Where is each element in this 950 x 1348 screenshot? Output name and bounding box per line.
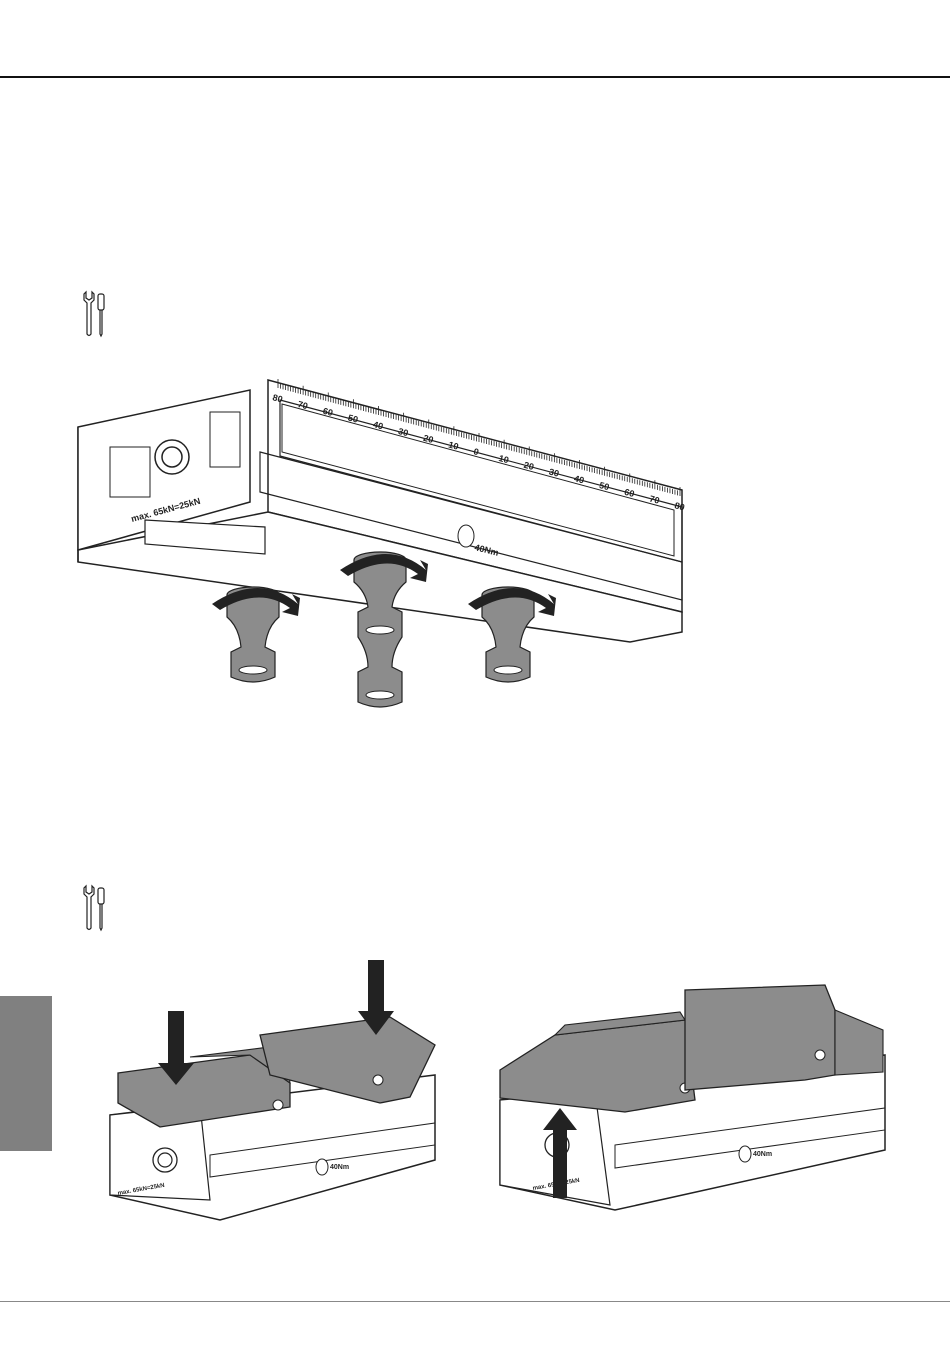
footer-rule [0, 1301, 950, 1302]
torque-label: 40Nm [753, 1151, 772, 1158]
torque-label: 40Nm [330, 1164, 349, 1171]
screw-middle [354, 552, 406, 707]
figure-jaws-assembled: max. 65kN=25kN 40Nm [495, 980, 890, 1220]
figure-jaw-insertion: max. 65kN=25kN 40Nm [100, 955, 450, 1225]
wrench-screwdriver-icon [80, 884, 112, 932]
chapter-tab [0, 996, 52, 1151]
header-rule [0, 76, 950, 78]
wrench-screwdriver-icon [80, 290, 112, 338]
